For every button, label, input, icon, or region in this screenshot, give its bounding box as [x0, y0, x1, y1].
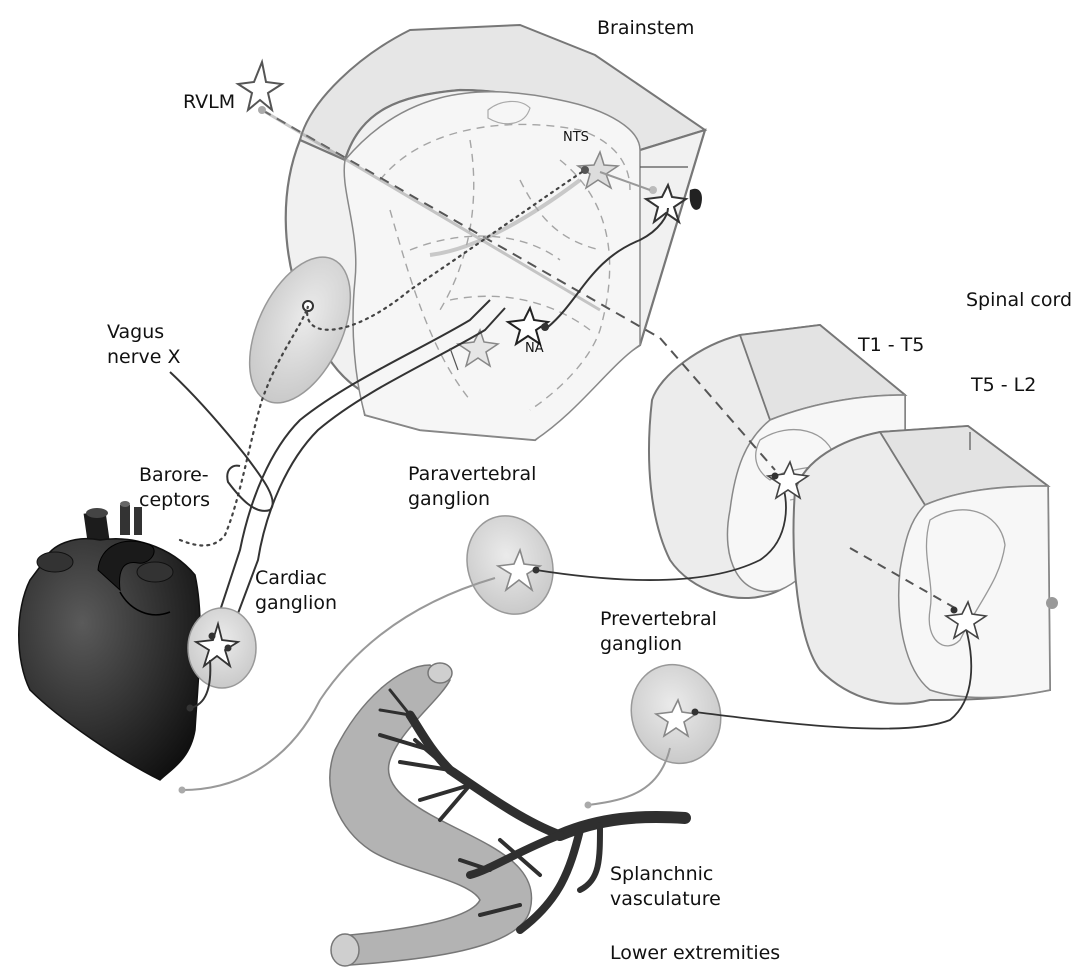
cardiac-ganglion [188, 608, 256, 688]
label-splanchnic-vasculature: Splanchnic vasculature [610, 862, 721, 911]
label-lower-extremities: Lower extremities [610, 941, 780, 966]
label-prevertebral-ganglion: Prevertebral ganglion [600, 607, 717, 656]
label-baroreceptors: Barore- ceptors [139, 463, 210, 512]
label-t1-t5: T1 - T5 [858, 333, 924, 358]
spinal-segment-t5-l2 [794, 426, 1058, 704]
rvlm-neuron [238, 62, 282, 114]
label-spinal-cord: Spinal cord [966, 288, 1072, 313]
label-rvlm: RVLM [183, 90, 235, 115]
label-brainstem: Brainstem [597, 16, 694, 41]
t5-l2-cross-section [899, 486, 1050, 698]
label-vagus-nerve: Vagus nerve X [107, 320, 181, 369]
brainstem-cross-section [344, 92, 640, 440]
label-paravertebral-ganglion: Paravertebral ganglion [408, 462, 536, 511]
label-cardiac-ganglion: Cardiac ganglion [255, 566, 337, 615]
heart-illustration [19, 501, 200, 780]
label-t5-l2: T5 - L2 [971, 373, 1036, 398]
label-na: NA [525, 342, 544, 356]
label-nts: NTS [563, 131, 589, 145]
splanchnic-gut [330, 663, 532, 966]
paravertebral-ganglion-node [453, 504, 566, 627]
